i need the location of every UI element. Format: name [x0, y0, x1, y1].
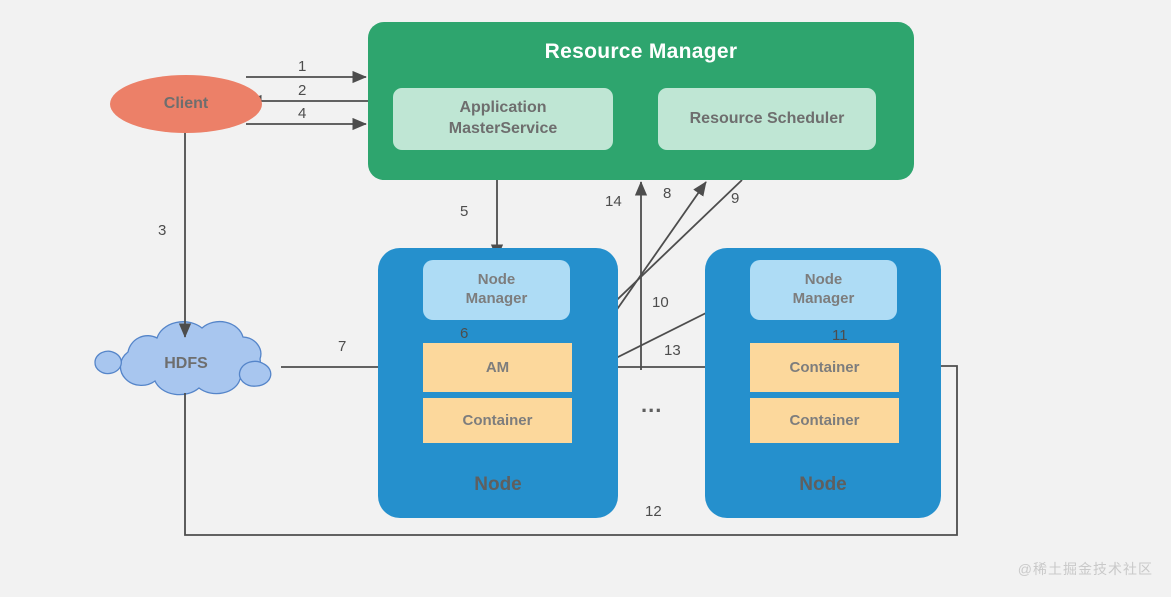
container-box-right-2[interactable]: Container: [750, 398, 899, 443]
client-node[interactable]: Client: [110, 75, 262, 133]
resource-manager-title: Resource Manager: [544, 40, 738, 63]
node-box-right[interactable]: Node Manager Container Container Node: [705, 248, 941, 518]
edge-label-13: 13: [664, 342, 681, 359]
container-label-left-1: Container: [462, 412, 533, 429]
edge-label-1: 1: [298, 58, 307, 75]
hdfs-label: HDFS: [164, 355, 208, 372]
edge-label-9: 9: [731, 190, 740, 207]
node-manager-left[interactable]: Node Manager: [423, 260, 570, 320]
container-box-right-1[interactable]: Container: [750, 343, 899, 392]
client-label: Client: [163, 95, 209, 112]
edge-label-5: 5: [460, 203, 469, 220]
edge-label-4: 4: [298, 105, 307, 122]
edge-label-12: 12: [645, 503, 662, 520]
edge-label-6: 6: [460, 325, 469, 342]
container-label-right-2: Container: [789, 412, 860, 429]
node-manager-right-line1: Node: [804, 271, 843, 289]
resource-scheduler-label: Resource Scheduler: [689, 109, 845, 127]
ams-label-line1: Application: [459, 99, 547, 117]
node-manager-right[interactable]: Node Manager: [750, 260, 897, 320]
edge-label-14: 14: [605, 193, 622, 210]
edge-label-3: 3: [158, 222, 167, 239]
application-master-service-box[interactable]: Application MasterService: [393, 88, 613, 150]
nodes-ellipsis: ...: [641, 392, 663, 417]
node-caption-right: Node: [799, 474, 847, 495]
watermark: @稀土掘金技术社区: [1017, 561, 1153, 577]
node-manager-left-line2: Manager: [465, 290, 528, 307]
node-manager-left-line1: Node: [477, 271, 516, 289]
am-label-left: AM: [485, 359, 510, 376]
ams-label-line2: MasterService: [448, 120, 558, 137]
edge-label-10: 10: [652, 294, 669, 311]
node-box-left[interactable]: Node Manager AM Container Node: [378, 248, 618, 518]
edge-label-8: 8: [663, 185, 672, 202]
am-box-left[interactable]: AM: [423, 343, 572, 392]
edge-label-7: 7: [338, 338, 347, 355]
node-caption-left: Node: [474, 474, 522, 495]
edge-label-11: 11: [832, 327, 848, 344]
container-label-right-1: Container: [789, 359, 860, 376]
node-manager-right-line2: Manager: [792, 290, 855, 307]
resource-scheduler-box[interactable]: Resource Scheduler: [658, 88, 876, 150]
container-box-left-1[interactable]: Container: [423, 398, 572, 443]
edge-label-2: 2: [298, 82, 307, 99]
